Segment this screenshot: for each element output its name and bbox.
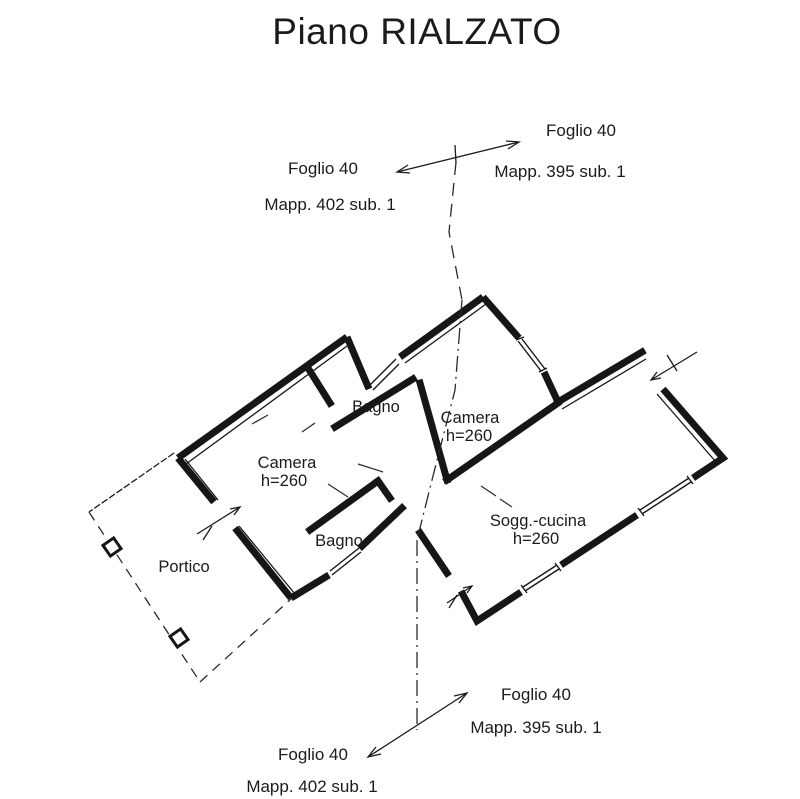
exterior-walls [175,294,729,627]
wall-w-sogg [415,528,452,578]
window-sogg-se-2 [637,475,694,517]
label-foglio-top-right: Foglio 40 [546,121,616,140]
label-foglio-top-left: Foglio 40 [288,159,358,178]
entrance-arrow-sogg-south [446,584,474,609]
partition-bagno-top-south [330,374,418,432]
interior-walls [303,363,563,535]
arrow-line [446,585,473,604]
label-mapp-bottom-left: Mapp. 402 sub. 1 [246,777,377,796]
portico-edge-sw [88,511,201,683]
partition-camera-bagno-top [303,363,335,408]
door-swing-dashes [251,414,513,508]
portico-pillar-1 [100,535,124,559]
window-passage [369,358,400,391]
wall-south-corner-L [457,589,523,627]
wall-nw-camera-top [397,294,486,360]
partition-corridor-east [415,378,452,485]
entrance-arrow-sogg-east [649,351,698,381]
window-sogg-se-1 [520,562,562,594]
arrowhead-right-icon [453,691,469,704]
arrow-line [396,141,520,173]
boundary-arrow-top [395,140,521,174]
label-mapp-top-left: Mapp. 402 sub. 1 [264,195,395,214]
window-camera-top-ne [515,336,548,373]
arrow-junction-tick [454,144,457,164]
wall-nw-left-wing [175,334,350,461]
label-mapp-top-right: Mapp. 395 sub. 1 [494,162,625,181]
boundary-top-segment [448,161,463,301]
portico-outline [88,452,293,683]
door-dash [327,483,349,498]
arrowhead-icon [649,371,662,381]
wall-face-nw-left-wing [185,345,348,465]
room-label-bagno-bottom: Bagno [315,532,363,550]
arrow-line [196,506,241,535]
portico-pillar-2 [167,626,191,650]
portico-edge-nw [88,452,175,513]
wall-face-sw-lower [238,525,296,595]
window-se-left-wing [329,547,362,576]
room-label-camera-top-height: h=260 [446,427,492,445]
door-dash [251,414,269,425]
door-dash [301,422,316,433]
boundary-arrow-bottom [366,691,469,759]
room-label-portico: Portico [158,558,209,576]
label-foglio-bottom-right: Foglio 40 [501,685,571,704]
room-label-camera-top: Camera [441,409,501,427]
arrow-line [367,692,468,758]
arrow-cross-tick [666,354,678,372]
wall-se-pier-long [559,512,639,568]
arrowhead-left-icon [366,746,382,759]
room-label-camera-left-height: h=260 [261,472,307,490]
arrow-tail-tick [202,525,213,541]
partition-sogg-north [442,398,563,485]
wall-sw-upper [175,455,217,505]
arrowhead-right-icon [505,140,521,150]
wall-ne-sogg [660,386,729,481]
partition-bagno-bottom-north [305,476,383,535]
arrowhead-icon [229,506,242,516]
arrow-tail-tick [448,594,458,609]
page-title: Piano RIALZATO [272,11,561,52]
room-label-camera-left: Camera [258,454,318,472]
wall-ne-camera-top-pier [540,370,562,404]
room-label-sogg-cucina-height: h=260 [513,530,559,548]
door-dash [480,485,497,497]
room-label-sogg-cucina: Sogg.-cucina [490,512,587,530]
wall-se-left-1 [289,572,331,601]
wall-se-left-2 [357,503,407,551]
wall-ne-camera-top-upper [480,294,522,341]
portico-edge-se [199,597,293,683]
parcel-boundary-line [416,161,463,730]
door-dash [357,463,384,473]
partition-bagno-bottom-jamb [373,476,395,503]
label-mapp-bottom-right: Mapp. 395 sub. 1 [470,718,601,737]
wall-face-sw-upper [184,458,219,501]
wall-face-ne-sogg [656,393,717,463]
wall-face-nw-camera-top [404,303,487,364]
arrowhead-left-icon [395,164,411,174]
wall-notch [553,347,647,407]
wall-sw-lower [232,525,294,601]
label-foglio-bottom-left: Foglio 40 [278,745,348,764]
wall-face-notch [561,358,647,410]
entrance-arrow-camera-left [196,506,242,541]
arrowhead-icon [462,584,474,594]
windows [329,336,694,594]
room-label-bagno-top: Bagno [352,398,400,416]
wall-ne-bagno-top [343,335,373,391]
door-dash [499,498,513,508]
